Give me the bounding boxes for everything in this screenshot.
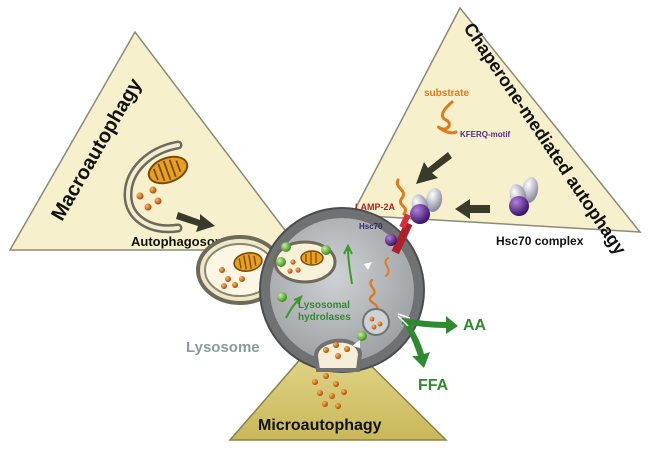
ffa-label: FFA [418, 377, 449, 394]
kferq-label: KFERQ-motif [460, 130, 511, 139]
arrow-icon [352, 340, 360, 348]
cma-panel: Chaperone-mediated autophagy substrate K… [350, 6, 642, 258]
autophagosome-label: Autophagosome [131, 234, 234, 249]
arrow-icon [455, 199, 490, 219]
macroautophagy-panel: Macroautophagy Autophagosome [8, 30, 302, 251]
substrate-icon [437, 100, 458, 135]
arrow-icon [416, 152, 452, 184]
mitochondrion-icon [147, 155, 189, 185]
lamp2a-label: LAMP-2A [355, 202, 395, 212]
hsc70-complex-icon [509, 177, 539, 216]
lamp2a-receptor-icon [391, 213, 413, 255]
arrow-icon [176, 212, 215, 232]
hsc70-substrate-complex [395, 178, 443, 224]
lysosome-label: Lysosome [186, 339, 260, 356]
autophagosome [196, 235, 284, 305]
arrow-icon [402, 316, 458, 334]
cargo-particles-micro [312, 373, 347, 409]
phagophore [123, 140, 183, 234]
arrow-icon [343, 243, 353, 285]
aa-label: AA [463, 317, 487, 334]
output-arrows [397, 313, 458, 368]
mitochondrion-icon [300, 250, 324, 266]
hsc70-complex-label: Hsc70 complex [496, 234, 584, 248]
lysosomal-hydrolases-label-2: hydrolases [298, 312, 351, 323]
fused-autophagosome [273, 240, 337, 284]
microautophagy-title: Microautophagy [258, 417, 382, 434]
inner-vesicle [362, 308, 390, 336]
substrate-icon [368, 278, 379, 312]
lysosome: Lysosomal hydrolases [259, 207, 425, 373]
microautophagy-panel: Microautophagy [228, 323, 448, 441]
arrow-icon [285, 295, 303, 319]
cargo-particles-macro [136, 186, 162, 211]
arrow-icon [364, 262, 372, 270]
lysosomal-hydrolases-label-1: Lysosomal [298, 300, 350, 311]
hsc70-label: Hsc70 [359, 222, 383, 231]
arrow-icon [402, 318, 430, 368]
hsc70-inner-icon [385, 234, 397, 246]
substrate-label: substrate [424, 88, 469, 99]
mitochondrion-icon [233, 252, 263, 272]
